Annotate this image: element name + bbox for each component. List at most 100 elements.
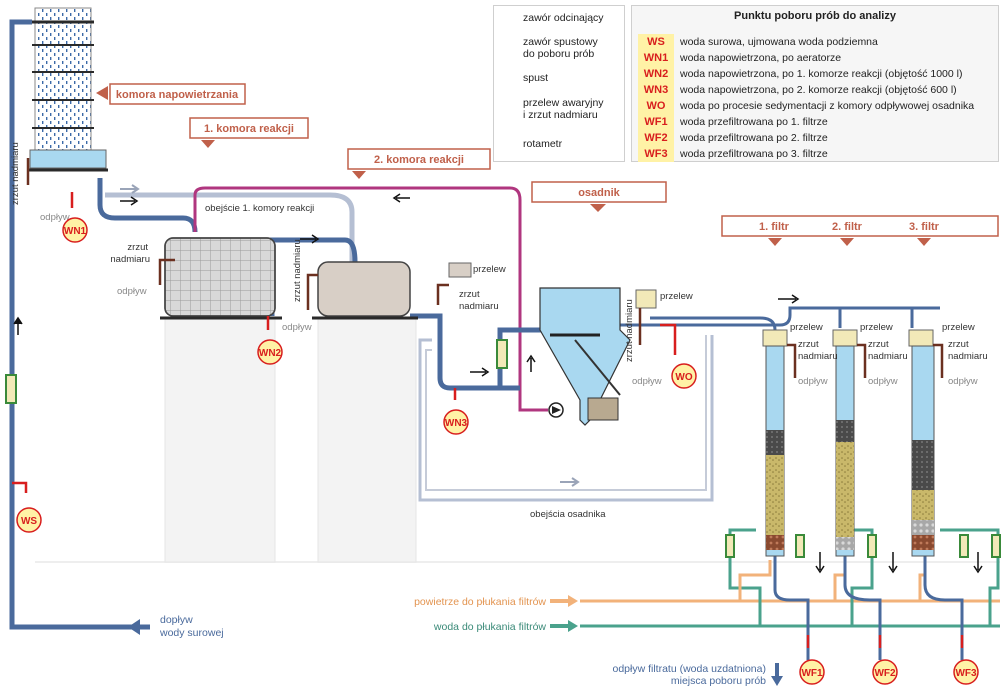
- legend-row: WN1 woda napowietrzona, po aeratorze: [638, 50, 996, 66]
- text-nadmiaru-tank1: nadmiaru: [110, 254, 150, 265]
- legend-row: WN2 woda napowietrzona, po 1. komorze re…: [638, 66, 996, 82]
- tank2-stand: [317, 317, 417, 563]
- text-bypass1: obejście 1. komory reakcji: [205, 203, 314, 214]
- inflow-arrow-icon: [128, 619, 140, 635]
- legend-code: WO: [638, 98, 674, 114]
- text-odplyw-tank1: odpływ: [117, 286, 147, 297]
- legend-code: WS: [638, 34, 674, 50]
- overflow-drain-filter2: [857, 343, 867, 378]
- backwash-loop-1: [728, 528, 762, 626]
- pipe-filter2-feed: [790, 306, 842, 328]
- sample-point-wn3: WN3: [443, 409, 469, 435]
- aerator-column: [28, 7, 108, 172]
- sample-label-wn1: WN1: [64, 226, 87, 237]
- sample-label-wn2: WN2: [259, 348, 282, 359]
- text-nadmiaru-tank2b: nadmiaru: [459, 301, 499, 312]
- overflow-drain-tank2: [306, 273, 318, 310]
- text-zrzut-f2: zrzut: [868, 339, 889, 350]
- pipe-tank2-settler: [410, 313, 520, 391]
- text-odplyw-settler: odpływ: [632, 376, 662, 387]
- text-filtrate-2: miejsca poboru prób: [671, 675, 766, 687]
- text-przelew-settler: przelew: [660, 291, 693, 302]
- rotameter-icon: [496, 339, 508, 369]
- sampling-legend-title: Punktu poboru prób do analizy: [734, 10, 896, 22]
- rotameter-icon: [867, 534, 877, 558]
- label-aeration-text: komora napowietrzania: [116, 89, 239, 101]
- legend-code: WN1: [638, 50, 674, 66]
- overflow-drain-filter3: [933, 343, 944, 378]
- legend-code: WN2: [638, 66, 674, 82]
- rotameter-icon: [725, 534, 735, 558]
- overflow-tank-settler: [635, 289, 657, 309]
- label-settler-text: osadnik: [578, 187, 620, 199]
- rotameter-icon: [795, 534, 805, 558]
- filtrate-out-1: [773, 555, 810, 660]
- legend-valve-text: zawór odcinający: [523, 12, 604, 24]
- sample-point-wf3: WF3: [953, 659, 979, 685]
- sample-tap-ws: [12, 481, 28, 493]
- label-aeration: komora napowietrzania: [96, 83, 246, 105]
- settler-tank: [539, 287, 631, 426]
- sample-point-ws: WS: [16, 507, 42, 533]
- settler-bypass-2: [425, 335, 707, 491]
- label-reaction1: 1. komora reakcji: [189, 117, 309, 148]
- pipe-settler-filters: [620, 306, 940, 327]
- sample-point-wf2: WF2: [872, 659, 898, 685]
- text-zrzut-nadmiaru-settler: zrzut nadmiaru: [624, 299, 635, 362]
- legend-code: WN3: [638, 82, 674, 98]
- filtrate-out-3: [923, 555, 964, 660]
- overflow-tank-2: [448, 262, 472, 278]
- sample-label-wf3: WF3: [955, 668, 977, 679]
- legend-drain-text: spust: [523, 72, 549, 84]
- raw-water-pipe: [9, 19, 150, 630]
- text-nadmiaru-f1: nadmiaru: [798, 351, 838, 362]
- water-arrow-head: [568, 620, 578, 632]
- sampling-points-legend: Punktu poboru prób do analizy WS woda su…: [631, 5, 999, 162]
- sample-label-wn3: WN3: [445, 418, 468, 429]
- label-reaction2-text: 2. komora reakcji: [374, 154, 464, 166]
- legend-row: WF2 woda przefiltrowana po 2. filtrze: [638, 130, 996, 146]
- text-inflow-1: dopływ: [160, 614, 193, 626]
- text-przelew-f2: przelew: [860, 322, 893, 333]
- sample-tap-wo: [660, 323, 677, 355]
- text-zrzut-nadmiaru-tank2: zrzut nadmiaru: [292, 239, 303, 302]
- pipe-filter3-feed: [880, 306, 914, 328]
- text-odplyw-f1: odpływ: [798, 376, 828, 387]
- air-loop-1: [738, 560, 772, 601]
- reaction-tank-1: [160, 237, 282, 320]
- sample-point-wo: WO: [671, 363, 697, 389]
- legend-row: WS woda surowa, ujmowana woda podziemna: [638, 34, 996, 50]
- legend-desc: woda napowietrzona, po aeratorze: [680, 52, 842, 64]
- label-reaction2: 2. komora reakcji: [347, 148, 491, 179]
- filter-column-3: [908, 329, 935, 557]
- text-odplyw-f3: odpływ: [948, 376, 978, 387]
- text-water-wash: woda do płukania filtrów: [433, 621, 546, 633]
- text-zrzut-f1: zrzut: [798, 339, 819, 350]
- pump-icon: [548, 402, 564, 418]
- label-filters: 1. filtr 2. filtr 3. filtr: [721, 215, 999, 246]
- text-przelew-f3: przelew: [942, 322, 975, 333]
- legend-desc: woda surowa, ujmowana woda podziemna: [680, 36, 878, 48]
- legend-row: WF1 woda przefiltrowana po 1. filtrze: [638, 114, 996, 130]
- text-bypass-settler: obejścia osadnika: [530, 509, 606, 520]
- bypass-arrows: [120, 184, 580, 487]
- text-odplyw-tank2: odpływ: [282, 322, 312, 333]
- legend-overflow-text-1: przelew awaryjny: [523, 97, 604, 109]
- text-przelew-tank2: przelew: [473, 264, 506, 275]
- legend-desc: woda napowietrzona, po 1. komorze reakcj…: [680, 68, 963, 80]
- rotameter-icon: [991, 534, 1001, 558]
- text-nadmiaru-f2: nadmiaru: [868, 351, 908, 362]
- tank1-stand: [164, 317, 276, 563]
- text-zrzut-nadmiaru-aerator: zrzut nadmiaru: [10, 142, 21, 205]
- legend-desc: woda napowietrzona, po 2. komorze reakcj…: [680, 84, 957, 96]
- label-filter1-text: 1. filtr: [759, 221, 790, 233]
- filter-column-1: [762, 329, 788, 557]
- label-reaction1-text: 1. komora reakcji: [204, 123, 294, 135]
- text-filtrate-1: odpływ filtratu (woda uzdatniona): [612, 663, 766, 675]
- overflow-drain-filter1: [787, 343, 797, 378]
- air-arrow-head: [568, 595, 578, 607]
- text-zrzut-tank1: zrzut: [127, 242, 148, 253]
- bypass-light-pipe: [105, 192, 355, 262]
